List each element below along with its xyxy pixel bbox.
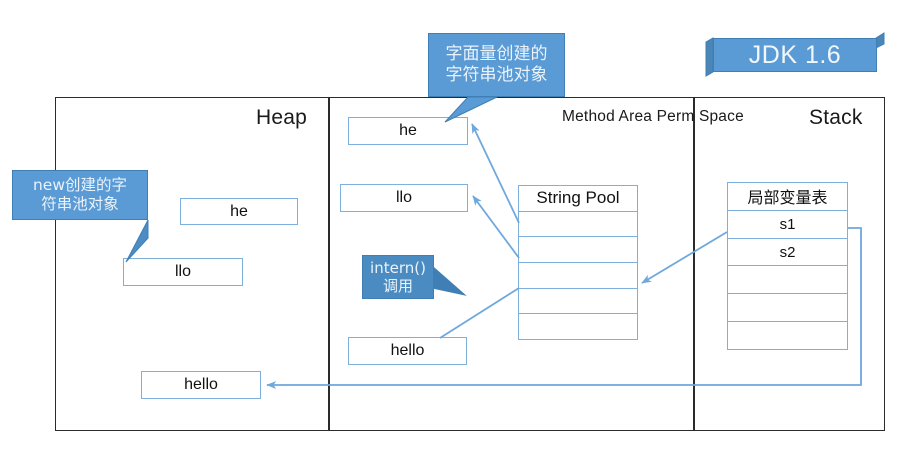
callout-literal-created: 字面量创建的 字符串池对象 [428, 33, 565, 97]
callout-new-line2: 符串池对象 [41, 195, 119, 213]
local-variable-table-header: 局部变量表 [728, 183, 847, 211]
callout-literal-line1: 字面量创建的 [445, 44, 548, 65]
heap-object-hello: hello [141, 371, 261, 399]
local-variable-row-s2: s2 [728, 239, 847, 267]
callout-intern-line1: intern() [370, 258, 426, 277]
method-stack-divider [693, 97, 695, 431]
string-pool-row-2 [519, 237, 637, 264]
region-title-stack: Stack [809, 106, 863, 129]
string-pool-row-4 [519, 289, 637, 315]
jdk-version-banner: JDK 1.6 [713, 38, 877, 72]
string-pool-header: String Pool [519, 186, 637, 212]
region-title-heap: Heap [256, 106, 308, 129]
region-title-method-area: Method Area Perm Space [562, 107, 744, 126]
local-variable-row-s1: s1 [728, 211, 847, 239]
callout-intern-call: intern() 调用 [362, 255, 434, 299]
local-variable-table: 局部变量表 s1 s2 [727, 182, 848, 350]
heap-object-he: he [180, 198, 298, 225]
local-variable-row-3 [728, 266, 847, 295]
string-pool-row-1 [519, 212, 637, 238]
callout-new-line1: new创建的字 [32, 176, 128, 195]
callout-new-created: new创建的字 符串池对象 [12, 170, 148, 220]
heap-method-divider [328, 97, 330, 431]
callout-literal-line2: 字符串池对象 [445, 65, 548, 85]
method-area-title-line2: Perm Space [656, 108, 744, 125]
local-variable-row-5 [728, 322, 847, 349]
string-pool-row-3 [519, 263, 637, 289]
method-area-title-line1: Method Area [562, 108, 653, 125]
heap-object-llo: llo [123, 258, 243, 286]
perm-object-llo: llo [340, 184, 468, 212]
local-variable-row-4 [728, 294, 847, 323]
string-pool-row-5 [519, 314, 637, 339]
callout-intern-line2: 调用 [382, 277, 413, 295]
perm-object-hello: hello [348, 337, 467, 365]
string-pool-table: String Pool [518, 185, 638, 340]
perm-object-he: he [348, 117, 468, 145]
